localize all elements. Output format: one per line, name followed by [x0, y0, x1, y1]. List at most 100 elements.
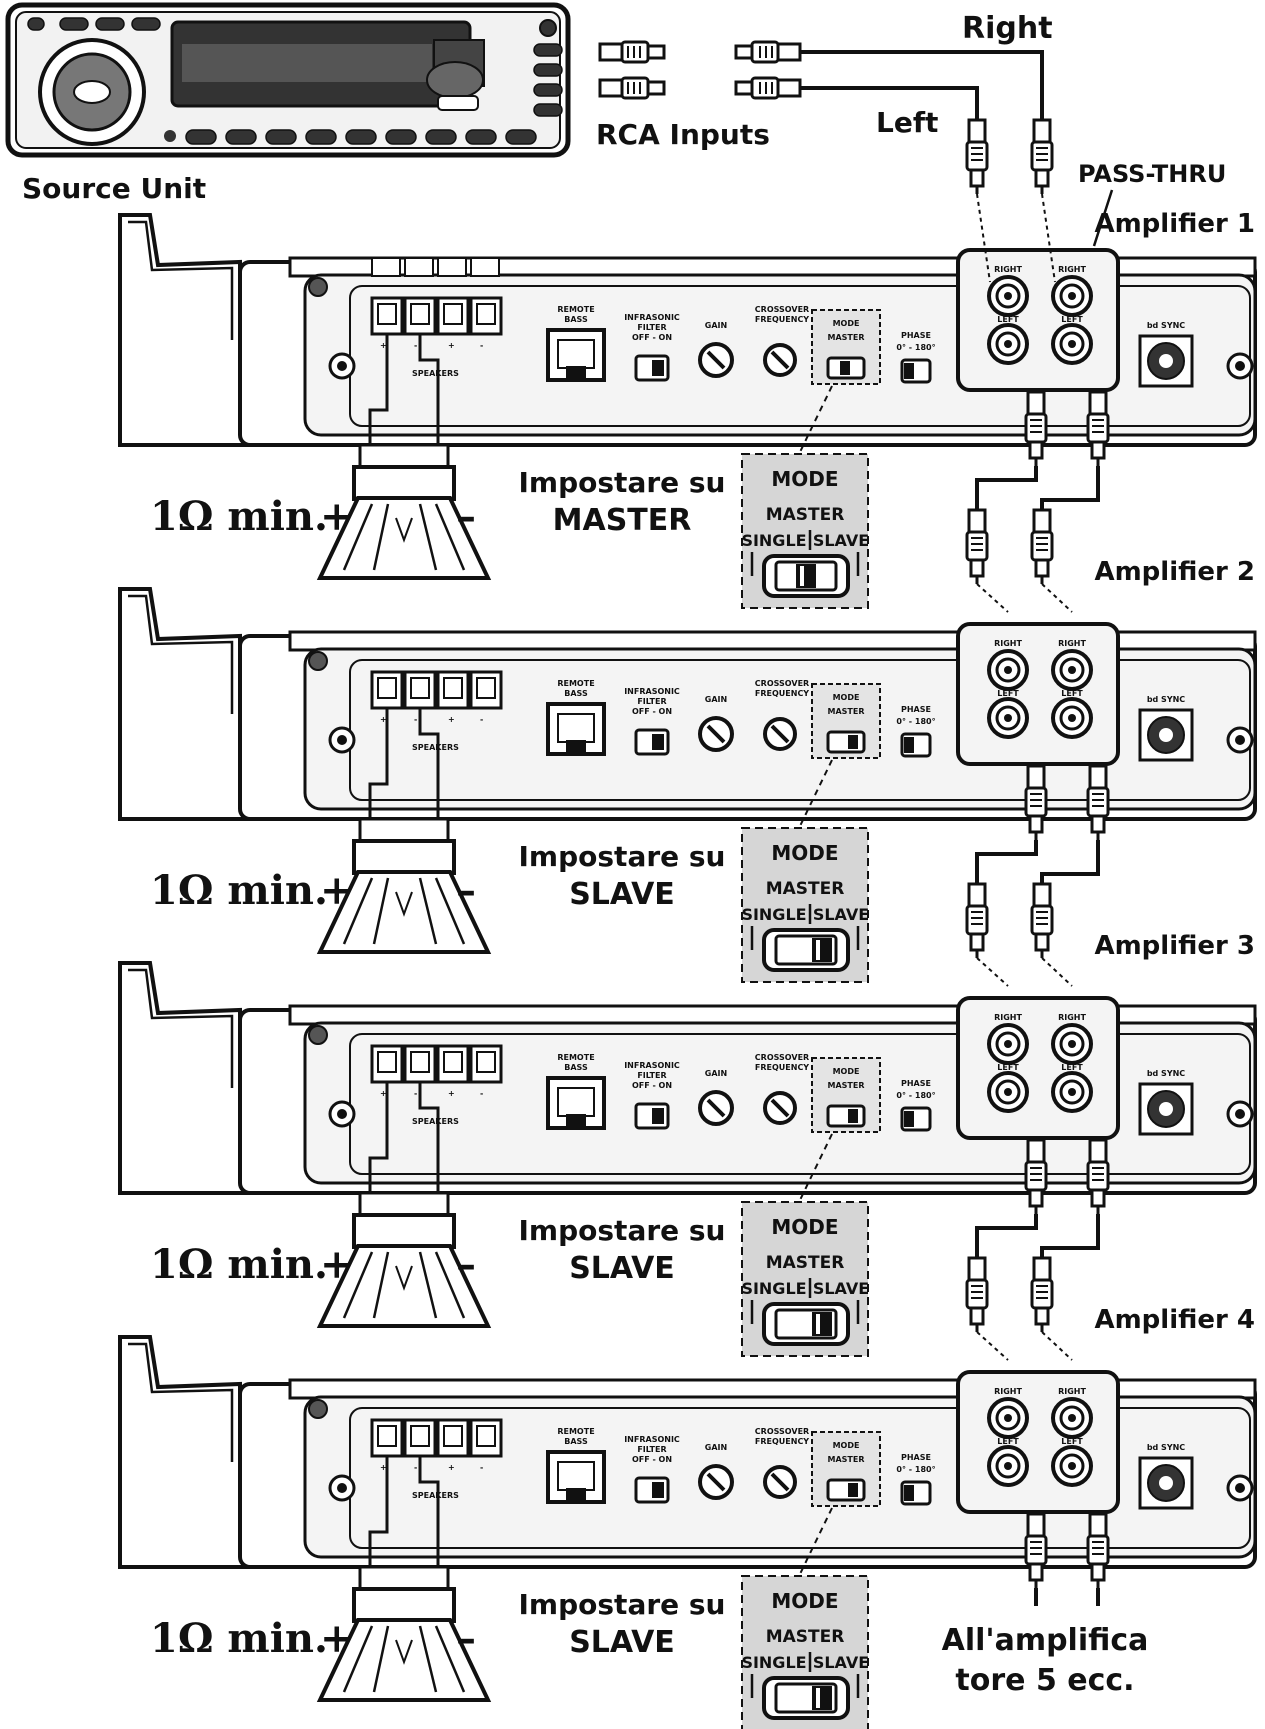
svg-text:FILTER: FILTER [637, 323, 666, 332]
svg-text:-: - [480, 1089, 483, 1098]
svg-text:FREQUENCY: FREQUENCY [755, 689, 809, 698]
svg-text:PHASE: PHASE [901, 1453, 931, 1462]
svg-text:RIGHT: RIGHT [1058, 639, 1086, 648]
source-unit-label: Source Unit [22, 172, 206, 205]
svg-text:MASTER: MASTER [766, 879, 845, 899]
svg-text:BASS: BASS [564, 1437, 588, 1446]
svg-text:FREQUENCY: FREQUENCY [755, 315, 809, 324]
svg-text:MODE: MODE [833, 693, 860, 702]
gain-knob[interactable]: GAIN [698, 1443, 734, 1500]
svg-text:RIGHT: RIGHT [994, 1013, 1022, 1022]
svg-text:OFF - ON: OFF - ON [632, 1081, 672, 1090]
svg-text:INFRASONIC: INFRASONIC [624, 313, 680, 322]
svg-text:MODE: MODE [833, 319, 860, 328]
svg-text:MASTER: MASTER [828, 707, 865, 716]
svg-text:0° - 180°: 0° - 180° [896, 1465, 935, 1474]
speaker [316, 1213, 492, 1328]
impedance-label: 1Ω min. [150, 867, 328, 914]
amplifier-name: Amplifier 1 [1094, 209, 1255, 239]
phase-switch[interactable]: PHASE 0° - 180° [896, 1453, 936, 1506]
svg-text:INFRASONIC: INFRASONIC [624, 1061, 680, 1070]
svg-text:REMOTE: REMOTE [557, 1427, 594, 1436]
svg-text:BASS: BASS [564, 315, 588, 324]
speakers-label: SPEAKERS [412, 369, 459, 378]
svg-text:–: – [456, 1615, 476, 1662]
svg-text:SINGLE: SINGLE [741, 1653, 806, 1672]
svg-text:-: - [414, 1089, 417, 1098]
svg-text:-: - [480, 1463, 483, 1472]
svg-text:REMOTE: REMOTE [557, 679, 594, 688]
svg-text:PHASE: PHASE [901, 705, 931, 714]
svg-text:0° - 180°: 0° - 180° [896, 1091, 935, 1100]
gain-knob[interactable]: GAIN [698, 321, 734, 378]
svg-text:+: + [380, 1463, 387, 1472]
svg-text:LEFT: LEFT [1061, 1063, 1083, 1072]
setting-instruction: Impostare su [519, 1214, 726, 1247]
setting-mode-value: SLAVE [569, 1251, 675, 1286]
svg-text:MODE: MODE [771, 467, 838, 491]
svg-text:PHASE: PHASE [901, 331, 931, 340]
svg-text:MASTER: MASTER [766, 1627, 845, 1647]
svg-text:FREQUENCY: FREQUENCY [755, 1437, 809, 1446]
svg-text:bd SYNC: bd SYNC [1147, 695, 1185, 704]
svg-text:INFRASONIC: INFRASONIC [624, 687, 680, 696]
svg-text:+: + [448, 715, 455, 724]
svg-text:-: - [414, 715, 417, 724]
svg-text:SLAVE: SLAVE [813, 531, 869, 550]
mode-switch[interactable]: MODE MASTER [811, 683, 881, 759]
svg-text:RIGHT: RIGHT [1058, 1013, 1086, 1022]
svg-text:LEFT: LEFT [997, 1437, 1019, 1446]
gain-knob[interactable]: GAIN [698, 1069, 734, 1126]
svg-text:+: + [448, 1463, 455, 1472]
amplifier-name: Amplifier 4 [1094, 1305, 1255, 1335]
speakers-label: SPEAKERS [412, 1491, 459, 1500]
svg-text:CROSSOVER: CROSSOVER [755, 1053, 809, 1062]
phase-switch[interactable]: PHASE 0° - 180° [896, 331, 936, 384]
svg-text:CROSSOVER: CROSSOVER [755, 305, 809, 314]
svg-text:BASS: BASS [564, 1063, 588, 1072]
svg-text:MASTER: MASTER [766, 505, 845, 525]
svg-text:MODE: MODE [771, 1215, 838, 1239]
impedance-label: 1Ω min. [150, 493, 328, 540]
gain-knob[interactable]: GAIN [698, 695, 734, 752]
svg-text:FILTER: FILTER [637, 1071, 666, 1080]
svg-text:LEFT: LEFT [997, 315, 1019, 324]
setting-instruction: Impostare su [519, 840, 726, 873]
speaker [316, 1587, 492, 1702]
svg-text:0° - 180°: 0° - 180° [896, 343, 935, 352]
source-rca-output-plugs [598, 40, 802, 100]
svg-text:INFRASONIC: INFRASONIC [624, 1435, 680, 1444]
bd-sync-port: bd SYNC [1138, 1443, 1194, 1510]
svg-text:-: - [480, 715, 483, 724]
svg-text:GAIN: GAIN [705, 695, 727, 704]
svg-text:MODE: MODE [833, 1441, 860, 1450]
svg-text:-: - [414, 341, 417, 350]
svg-text:REMOTE: REMOTE [557, 305, 594, 314]
svg-text:+: + [320, 1241, 354, 1288]
setting-instruction: Impostare su [519, 1588, 726, 1621]
svg-text:REMOTE: REMOTE [557, 1053, 594, 1062]
speaker-terminals: +-+-SPEAKERS [370, 670, 503, 752]
svg-text:GAIN: GAIN [705, 321, 727, 330]
svg-text:+: + [380, 1089, 387, 1098]
svg-text:+: + [380, 341, 387, 350]
